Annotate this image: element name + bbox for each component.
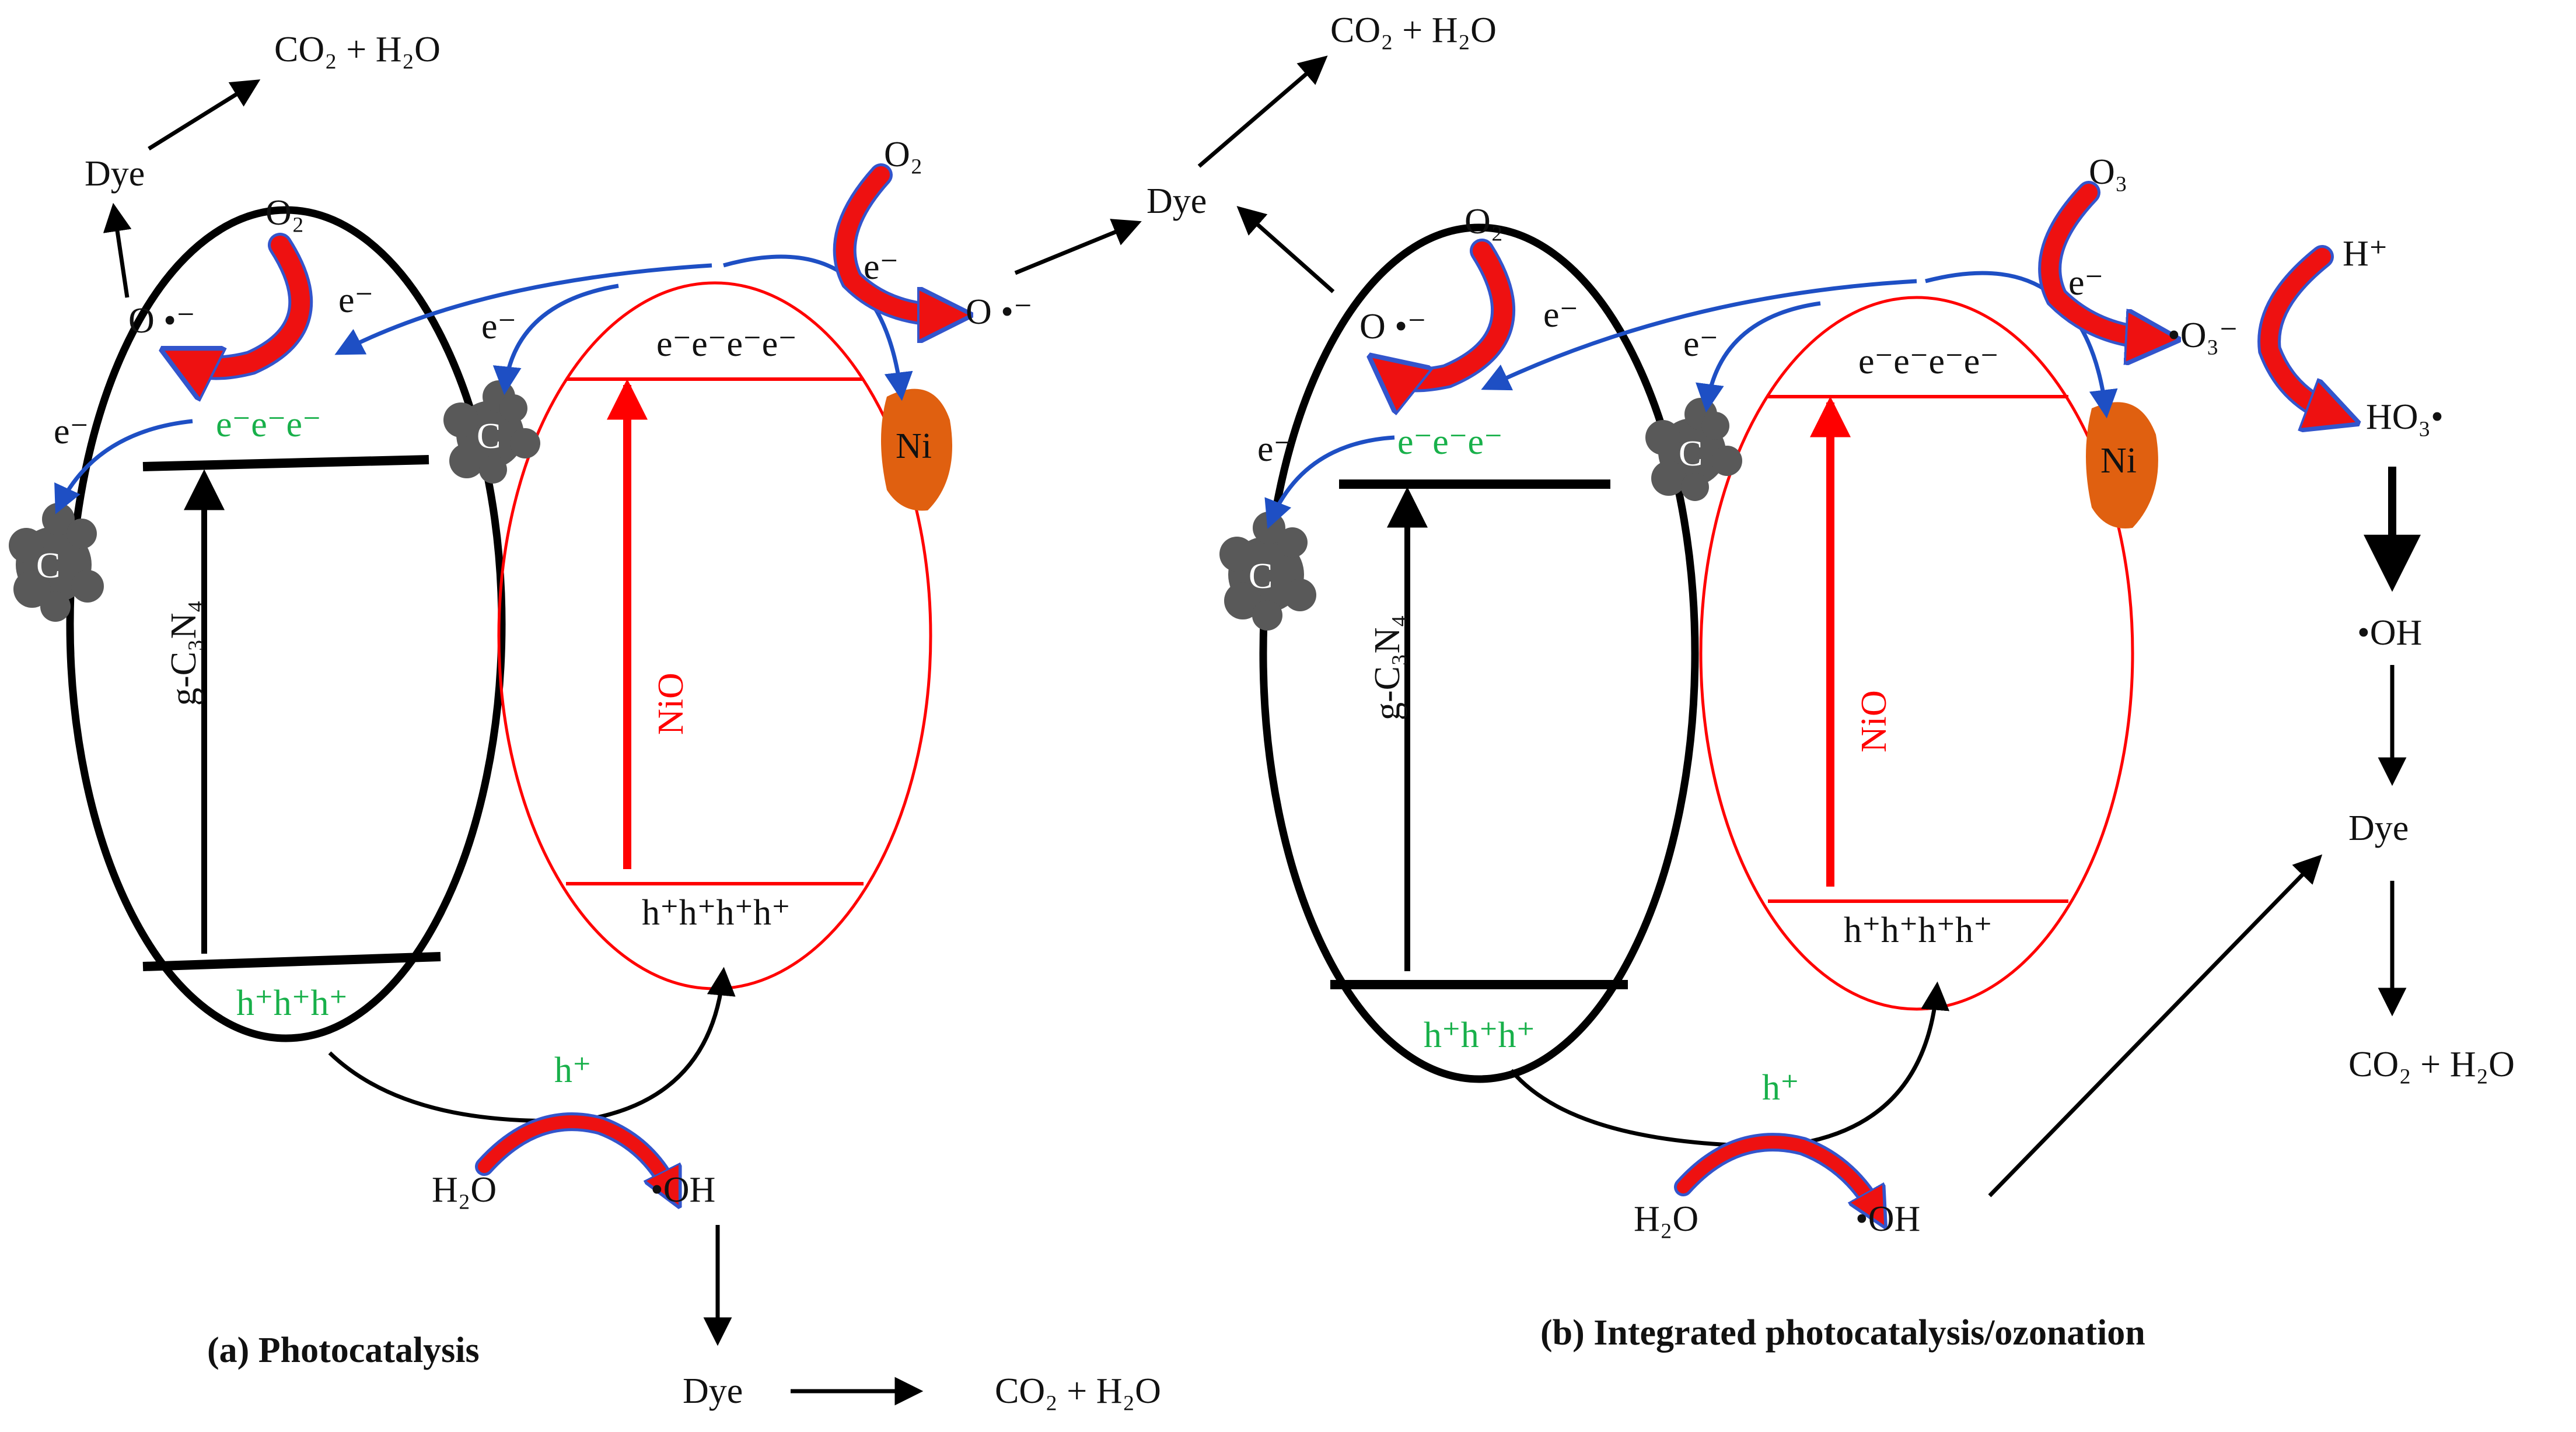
arrow-dye-to-co2-top-mid: [1197, 55, 1328, 168]
co2-bottom-a: CO₂ + H₂O: [995, 1371, 1161, 1411]
caption-a: (a) Photocatalysis: [207, 1331, 480, 1370]
co2-top-mid: CO₂ + H₂O: [1330, 10, 1497, 50]
nickel-label-a: Ni: [896, 426, 932, 466]
hole-label-b: h⁺: [1762, 1068, 1799, 1108]
electron-label-3-a: e⁻: [481, 307, 516, 346]
h2o-label-b: H₂O: [1634, 1199, 1698, 1239]
nio-label-a: NiO: [651, 673, 691, 735]
carbon-label-left-a: C: [36, 546, 60, 586]
o2-label-right-a: O₂: [884, 135, 922, 174]
electron-label-2-a: e⁻: [338, 281, 373, 320]
carbon-label-mid-a: C: [477, 416, 501, 456]
oh-label-b: •OH: [1855, 1199, 1920, 1239]
nio-vb-holes-a: h⁺h⁺h⁺h⁺: [642, 893, 791, 933]
g-c3n4-vb-line-a: [142, 952, 441, 971]
electron-flow-nio-to-carbon-b: [1696, 301, 1821, 413]
arrow-superoxide-to-dye-mid: [1014, 219, 1142, 275]
g-c3n4-cb-electrons-a: e⁻e⁻e⁻: [216, 405, 321, 444]
electron-label-4-b: e⁻: [2068, 263, 2103, 303]
electron-label-1-a: e⁻: [54, 412, 89, 451]
carbon-label-mid-b: C: [1679, 434, 1703, 474]
carbon-label-left-b: C: [1249, 556, 1273, 596]
dye-right-label-b: Dye: [2348, 808, 2409, 848]
nio-vb-holes-b: h⁺h⁺h⁺h⁺: [1844, 911, 1993, 950]
water-oxidation-arrow-a-fill: [478, 1115, 671, 1190]
nio-cb-electrons-b: e⁻e⁻e⁻e⁻: [1858, 342, 1999, 381]
electron-flow-nio-to-gcn-b: [1481, 279, 1917, 391]
carbon-particle-mid-a: C: [443, 380, 540, 484]
g-c3n4-ellipse-b: [1259, 223, 1699, 1083]
co2-top-left-a: CO₂ + H₂O: [274, 30, 441, 69]
oh-right-label-b: •OH: [2357, 613, 2422, 653]
g-c3n4-ellipse-a: [66, 206, 506, 1042]
nickel-particle-b: Ni: [2086, 402, 2158, 528]
dye-bottom-a: Dye: [683, 1371, 743, 1411]
g-c3n4-vb-holes-a: h⁺h⁺h⁺: [236, 983, 348, 1023]
electron-label-1-b: e⁻: [1257, 429, 1292, 469]
o2-label-b: O₂: [1464, 202, 1503, 241]
superoxide-label-left-a: O •⁻: [128, 301, 195, 341]
arrow-superoxide-to-dye-b: [1236, 206, 1335, 293]
carbon-particle-left-b: C: [1219, 512, 1316, 631]
o2-reduction-arrow-b-fill: [1392, 241, 1513, 380]
g-c3n4-cb-electrons-b: e⁻e⁻e⁻: [1397, 422, 1503, 462]
o2-label-left-a: O₂: [265, 193, 304, 233]
electron-flow-nio-to-carbon-a: [492, 283, 619, 395]
ho3-label-b: HO₃•: [2366, 397, 2444, 437]
arrow-dye-to-co2-top-left-a: [148, 79, 261, 150]
electron-flow-cb-to-carbon-a: [54, 419, 193, 514]
electron-label-3-b: e⁻: [1683, 324, 1718, 364]
g-c3n4-cb-line-a: [142, 455, 429, 471]
o2-reduction-arrow-left-a-fill: [187, 236, 310, 368]
o3-label-b: O₃: [2089, 152, 2127, 192]
nio-cb-electrons-a: e⁻e⁻e⁻e⁻: [656, 324, 797, 364]
arrow-oh-to-dye-right-long-b: [1988, 854, 2323, 1198]
carbon-particle-left-a: C: [9, 503, 104, 622]
caption-b: (b) Integrated photocatalysis/ozonation: [1540, 1313, 2145, 1353]
electron-flow-cb-to-carbon-b: [1264, 435, 1395, 529]
g-c3n4-label-b: g-C₃N₄: [1368, 615, 1407, 720]
hplus-right-label-b: H⁺: [2343, 234, 2388, 274]
electron-label-2-b: e⁻: [1543, 295, 1578, 335]
protonation-arrow-b-fill: [2260, 248, 2334, 414]
hole-transfer-arrow-b: [1509, 981, 1950, 1149]
o2-reduction-arrow-right-a-fill: [836, 166, 945, 315]
water-oxidation-arrow-b-fill: [1677, 1136, 1876, 1210]
oh-label-a: •OH: [651, 1170, 715, 1210]
nio-ellipse-b: [1699, 296, 2134, 1011]
panel-b: g-C₃N₄ e⁻e⁻e⁻ h⁺h⁺h⁺ NiO e⁻e⁻e⁻e⁻ h⁺h⁺h⁺…: [1219, 152, 2515, 1353]
superoxide-label-b: O •⁻: [1359, 307, 1427, 346]
nickel-particle-a: Ni: [881, 388, 953, 511]
g-c3n4-label-a: g-C₃N₄: [164, 600, 204, 706]
h2o-label-a: H₂O: [432, 1170, 497, 1210]
arrow-superoxide-to-dye-a: [103, 202, 132, 298]
o3-reduction-arrow-b-fill: [2041, 184, 2153, 338]
ozonide-label-b: •O₃⁻: [2168, 316, 2238, 355]
panel-a: g-C₃N₄ e⁻e⁻e⁻ h⁺h⁺h⁺ NiO e⁻e⁻e⁻e⁻ h⁺h⁺h⁺…: [9, 10, 1497, 1411]
superoxide-label-right-a: O •⁻: [966, 292, 1033, 332]
electron-flow-nio-to-gcn-a: [334, 263, 712, 355]
nickel-label-b: Ni: [2100, 441, 2137, 481]
dye-top-mid: Dye: [1147, 181, 1207, 221]
co2-right-label-b: CO₂ + H₂O: [2348, 1045, 2515, 1084]
hole-label-a: h⁺: [554, 1051, 592, 1090]
nio-label-b: NiO: [1854, 690, 1894, 752]
dye-top-left-a: Dye: [85, 154, 145, 194]
g-c3n4-vb-holes-b: h⁺h⁺h⁺: [1424, 1016, 1535, 1055]
